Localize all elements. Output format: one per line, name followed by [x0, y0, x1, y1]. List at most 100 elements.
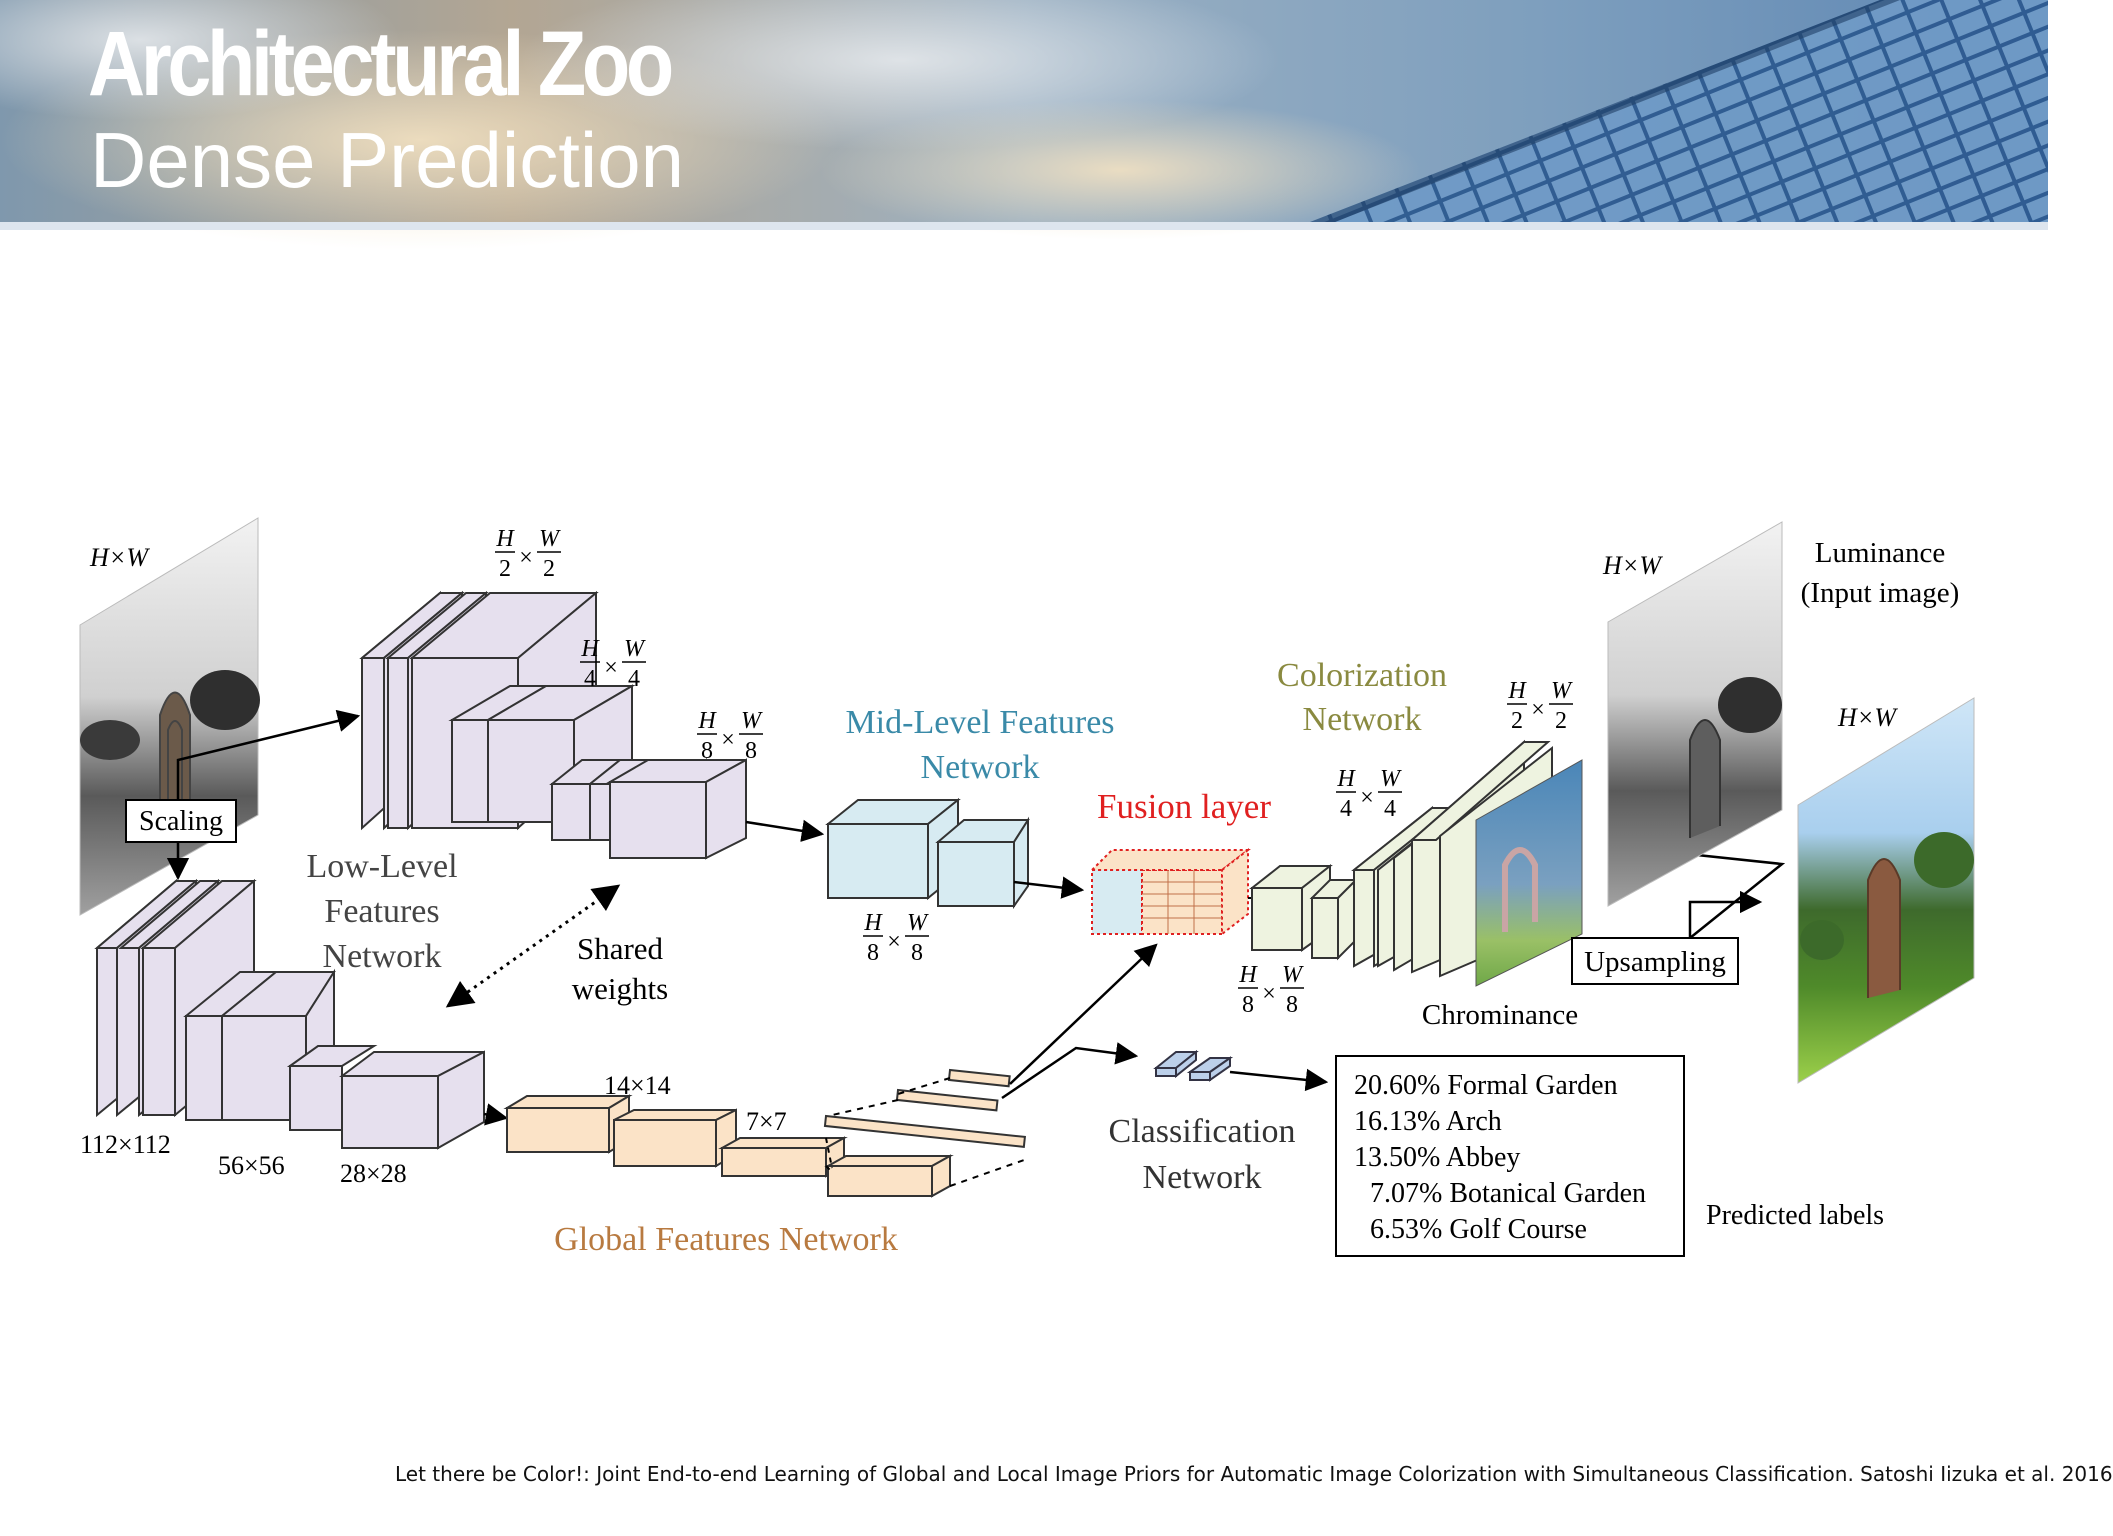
frac-num: H: [1507, 678, 1527, 704]
prediction-item: 16.13% Arch: [1354, 1106, 1502, 1137]
upsampling-to-output-arrow: [1688, 890, 1763, 938]
size-labels: 112×112 56×56 28×28 14×14 7×7: [80, 1071, 787, 1188]
frac-den: 8: [911, 940, 923, 966]
prediction-item: 13.50% Abbey: [1354, 1142, 1520, 1173]
frac-den: 2: [543, 556, 555, 582]
frac-num: W: [907, 910, 929, 936]
size-label-28: 28×28: [340, 1159, 407, 1188]
fraction-h2-w2-colorization: H 2 × W 2: [1507, 678, 1573, 734]
classification-label-line: Classification: [1109, 1113, 1296, 1150]
global-to-fusion-arrow: [1009, 943, 1158, 1085]
colorization-network-diagram: H×W Scaling: [79, 517, 1975, 1258]
frac-times: ×: [1531, 697, 1545, 723]
frac-num: H: [1238, 962, 1258, 988]
frac-times: ×: [519, 545, 533, 571]
frac-den: 8: [867, 940, 879, 966]
upsampling-box: [1571, 937, 1739, 985]
colorization-label-line: Network: [1303, 701, 1422, 738]
input-size-label: H×W: [89, 543, 150, 572]
frac-num: H: [495, 526, 515, 552]
slide-subtitle: Dense Prediction: [90, 116, 684, 204]
low-level-label-line: Features: [324, 893, 439, 930]
size-label-14: 14×14: [604, 1071, 671, 1100]
mid-level-label-line: Mid-Level Features: [845, 704, 1114, 741]
frac-num: W: [539, 526, 561, 552]
frac-num: H: [1336, 766, 1356, 792]
global-features-blocks: [503, 1068, 1027, 1198]
frac-num: W: [1380, 766, 1402, 792]
luminance-input-image: [1607, 521, 1783, 907]
frac-num: H: [863, 910, 883, 936]
colorization-label: Colorization Network: [1277, 657, 1447, 738]
frac-den: 4: [1384, 796, 1396, 822]
fraction-h8-w8-mid: H 8 × W 8: [863, 910, 929, 966]
low-level-lower-blocks: [94, 878, 485, 1150]
frac-den: 4: [584, 666, 596, 692]
fraction-h8-w8-colorization: H 8 × W 8: [1238, 962, 1304, 1018]
classification-blocks: [1153, 1049, 1234, 1082]
output-colorized-image: [1797, 697, 1975, 1084]
luminance-label: Luminance (Input image): [1801, 537, 1960, 609]
shared-weights-arrow: [445, 884, 621, 1008]
global-features-label: Global Features Network: [554, 1221, 898, 1258]
luminance-label-line: (Input image): [1801, 577, 1960, 609]
scaling-box: [125, 799, 237, 843]
frac-den: 4: [628, 666, 640, 692]
mid-level-label: Mid-Level Features Network: [845, 704, 1114, 786]
shared-weights-label: Shared weights: [572, 931, 668, 1006]
frac-times: ×: [1360, 785, 1374, 811]
frac-den: 8: [701, 738, 713, 764]
fraction-h4-w4-colorization: H 4 × W 4: [1336, 766, 1402, 822]
low-to-mid-arrow: [745, 819, 825, 842]
low-level-label-line: Network: [323, 938, 442, 975]
frac-den: 2: [1511, 708, 1523, 734]
frac-num: W: [1282, 962, 1304, 988]
slide-header: Architectural Zoo Dense Prediction: [0, 0, 2048, 250]
frac-den: 8: [1286, 992, 1298, 1018]
prediction-item: 7.07% Botanical Garden: [1370, 1178, 1646, 1209]
low-level-label-line: Low-Level: [306, 848, 457, 885]
frac-num: H: [580, 636, 600, 662]
fraction-h2-w2: H 2 × W 2: [495, 526, 561, 582]
header-background: [0, 0, 2048, 250]
frac-den: 2: [499, 556, 511, 582]
shared-weights-line: Shared: [577, 931, 664, 966]
scaling-label: Scaling: [139, 806, 223, 837]
fraction-labels: H 2 × W 2 H 4 × W 4 H 8 × W 8 H: [495, 526, 1573, 1018]
size-label-7: 7×7: [746, 1107, 787, 1136]
mid-level-label-line: Network: [921, 749, 1040, 786]
frac-times: ×: [604, 655, 618, 681]
luminance-label-line: Luminance: [1815, 537, 1945, 569]
mid-to-fusion-arrow: [1013, 876, 1085, 899]
classification-to-labels-arrow: [1229, 1068, 1329, 1092]
frac-den: 2: [1555, 708, 1567, 734]
frac-den: 8: [1242, 992, 1254, 1018]
output-size-label: H×W: [1837, 703, 1898, 732]
frac-times: ×: [721, 727, 735, 753]
predicted-labels-title: Predicted labels: [1706, 1200, 1884, 1231]
low-level-label: Low-Level Features Network: [306, 848, 457, 975]
chrominance-image: [1475, 759, 1583, 987]
frac-times: ×: [887, 929, 901, 955]
luminance-size-label: H×W: [1602, 551, 1663, 580]
low-level-upper-blocks: [359, 590, 747, 860]
global-dashed-link-1: [825, 1137, 833, 1173]
size-label-112: 112×112: [80, 1130, 171, 1159]
predicted-labels-box: [1335, 1055, 1685, 1257]
classification-label: Classification Network: [1109, 1113, 1296, 1196]
prediction-item: 6.53% Golf Course: [1370, 1214, 1587, 1245]
fusion-layer-block: [1089, 847, 1251, 937]
header-divider: [0, 222, 2048, 230]
low-to-global-arrow: [483, 1103, 509, 1126]
frac-num: W: [741, 708, 763, 734]
colorization-label-line: Colorization: [1277, 657, 1447, 694]
scaling-to-low-level-arrow: [176, 709, 361, 800]
global-to-classification-arrow: [1001, 1042, 1139, 1100]
frac-den: 4: [1340, 796, 1352, 822]
frac-num: H: [697, 708, 717, 734]
frac-times: ×: [1262, 981, 1276, 1007]
size-label-56: 56×56: [218, 1151, 285, 1180]
global-dashed-links: [827, 1077, 1025, 1187]
prediction-item: 20.60% Formal Garden: [1354, 1070, 1618, 1101]
fraction-h8-w8-upper: H 8 × W 8: [697, 708, 763, 764]
